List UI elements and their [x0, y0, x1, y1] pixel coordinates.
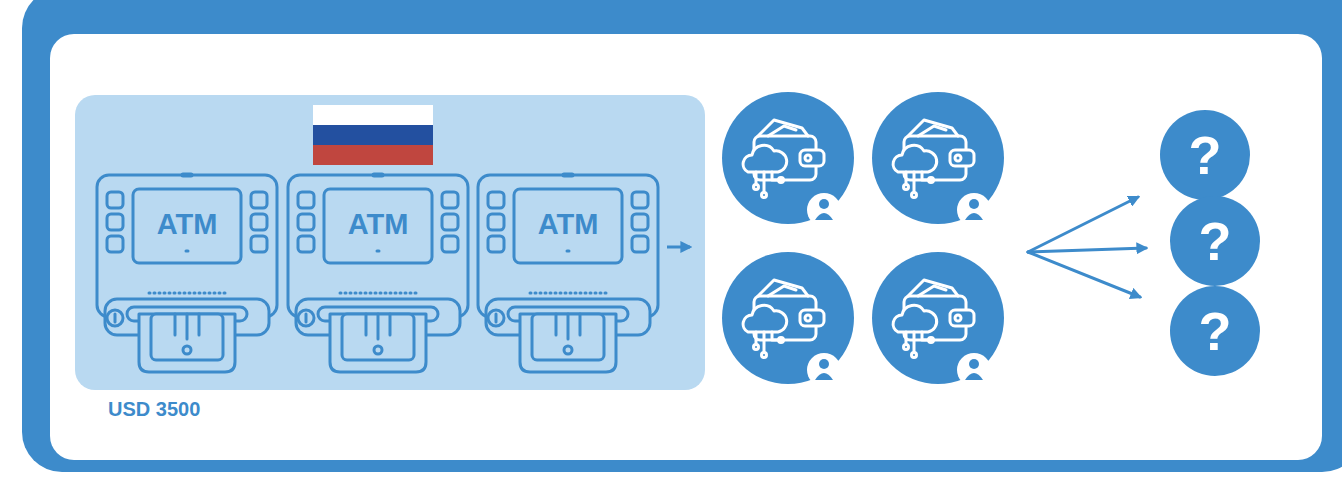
fan-arrow [1028, 197, 1138, 252]
flag-blue-band [313, 125, 433, 145]
atm-notch [564, 173, 572, 178]
atm-cash-lines [366, 314, 390, 339]
crypto-wallet [722, 92, 854, 227]
atm-key [251, 236, 267, 252]
atm-outline [288, 175, 468, 380]
atm-key [632, 192, 648, 208]
fan-arrow [1028, 252, 1140, 297]
atm-key [442, 236, 458, 252]
atm-key [251, 192, 267, 208]
atm-machine: ATM [97, 175, 277, 380]
atm-cash [330, 314, 426, 372]
atm-screen-label: ATM [133, 189, 241, 259]
atm-key [632, 236, 648, 252]
atm-cash [520, 314, 616, 372]
crypto-wallet [722, 252, 854, 387]
atm-screen-label: ATM [324, 189, 432, 259]
inner-frame [50, 34, 1322, 460]
atm-cash-dot [374, 346, 382, 354]
atm-group-panel: USD 3500ATMATMATM [75, 95, 705, 390]
atm-body [288, 175, 468, 317]
atm-body [97, 175, 277, 317]
crypto-wallet [872, 92, 1004, 227]
atm-screen [324, 189, 432, 263]
atm-knob-mark [495, 314, 498, 322]
atm-dotted-line [149, 292, 225, 295]
atm-key [107, 236, 123, 252]
atm-key [107, 214, 123, 230]
atm-dotted-line [530, 292, 606, 295]
atm-screen [133, 189, 241, 263]
atm-key [442, 214, 458, 230]
atm-cash-inner [342, 314, 414, 360]
atm-notch [374, 173, 382, 178]
atm-cash-lines [175, 314, 199, 339]
atm-key [298, 236, 314, 252]
atm-cash-dot [564, 346, 572, 354]
atm-dotted-line [340, 292, 416, 295]
fan-out-arrows [1028, 197, 1146, 297]
atm-screen-mark [377, 250, 379, 253]
question-circle: ? [1170, 286, 1260, 376]
atm-cash-inner [532, 314, 604, 360]
atm-key [298, 214, 314, 230]
atm-knob [298, 310, 314, 326]
atm-cash-lines [556, 314, 580, 339]
question-circle: ? [1160, 110, 1250, 200]
atm-cash-dot [183, 346, 191, 354]
atm-body [478, 175, 658, 317]
atm-notch [183, 173, 191, 178]
flag-white-band [313, 105, 433, 125]
atm-key [488, 214, 504, 230]
atm-knob-mark [305, 314, 308, 322]
atm-cash-inner [151, 314, 223, 360]
fan-arrow [1028, 248, 1146, 252]
flow-arrow [667, 246, 690, 249]
crypto-wallet [872, 252, 1004, 387]
amount-label: USD 3500 [108, 398, 200, 421]
outer-frame [22, 0, 1342, 472]
atm-key [488, 192, 504, 208]
atm-screen-mark [186, 250, 188, 253]
atm-cash [139, 314, 235, 372]
atm-screen-mark [567, 250, 569, 253]
atm-key [251, 214, 267, 230]
atm-screen [514, 189, 622, 263]
atm-outline [478, 175, 658, 380]
atm-screen-label: ATM [514, 189, 622, 259]
atm-key [488, 236, 504, 252]
question-circle: ? [1170, 196, 1260, 286]
question-mark: ? [1170, 196, 1260, 286]
atm-machine: ATM [478, 175, 658, 380]
atm-key [298, 192, 314, 208]
atm-outline [97, 175, 277, 380]
flag-red-band [313, 145, 433, 165]
atm-key [107, 192, 123, 208]
russian-flag [313, 105, 433, 165]
atm-key [442, 192, 458, 208]
atm-knob-mark [114, 314, 117, 322]
question-mark: ? [1160, 110, 1250, 200]
atm-knob [107, 310, 123, 326]
question-mark: ? [1170, 286, 1260, 376]
atm-machine: ATM [288, 175, 468, 380]
atm-key [632, 214, 648, 230]
atm-knob [488, 310, 504, 326]
